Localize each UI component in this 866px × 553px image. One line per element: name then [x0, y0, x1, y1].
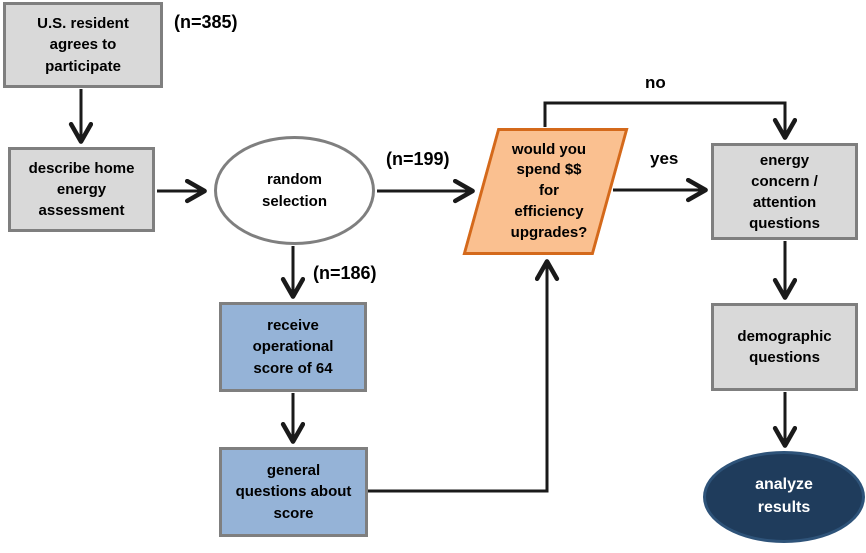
label-n186: (n=186) [313, 263, 377, 283]
label-n199: (n=199) [386, 149, 450, 169]
label-yes: yes [650, 149, 679, 168]
label-no: no [645, 73, 666, 92]
node-spend-decision-label: would you spend $$ for efficiency upgrad… [510, 140, 588, 241]
node-demographic-questions: demographic questions [711, 303, 858, 391]
edge-spend-energy-no [543, 101, 785, 137]
node-receive-operational-score: receive operational score of 64 [219, 302, 367, 392]
edge-general-spend [368, 262, 547, 493]
node-analyze-results: analyze results [703, 451, 865, 543]
node-us-resident-participate: U.S. resident agrees to participate [3, 2, 163, 88]
node-describe-home-energy-assessment: describe home energy assessment [8, 147, 155, 232]
node-energy-concern-attention-questions: energy concern / attention questions [711, 143, 858, 240]
label-n385: (n=385) [174, 12, 238, 32]
node-general-questions-about-score: general questions about score [219, 447, 368, 537]
node-random-selection: random selection [214, 136, 375, 245]
